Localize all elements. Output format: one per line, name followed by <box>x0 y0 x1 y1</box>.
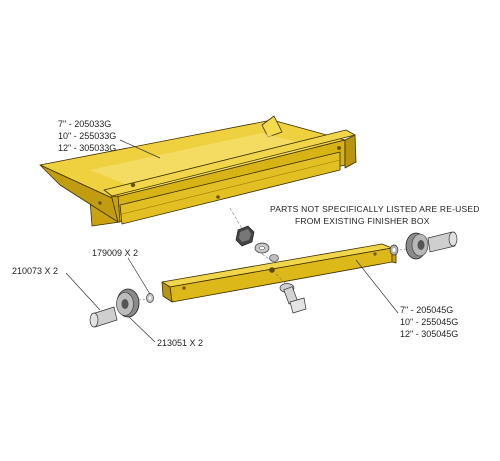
leader-lines <box>65 139 399 343</box>
center-bolt-hardware <box>229 207 279 263</box>
left-washer-hardware <box>146 293 154 303</box>
top-plate-callout-line-1: 7" - 205033G <box>58 119 111 129</box>
reuse-note: PARTS NOT SPECIFICALLY LISTED ARE RE-USE… <box>270 204 480 226</box>
right-bearing-hardware <box>389 231 458 260</box>
reuse-note-line-2: FROM EXISTING FINISHER BOX <box>295 216 430 226</box>
bearing-callout: 213051 X 2 <box>157 338 203 348</box>
left-bearing-hardware <box>89 288 147 328</box>
top-plate-callout-line-2: 10" - 255033G <box>58 131 116 141</box>
lower-bar-callout: 7" - 205045G 10" - 255045G 12" - 305045G <box>400 305 458 339</box>
lower-bar-callout-line-2: 10" - 255045G <box>400 317 458 327</box>
top-plate-callout: 7" - 205033G 10" - 255033G 12" - 305033G <box>58 119 116 153</box>
shaft-callout: 210073 X 2 <box>12 266 58 276</box>
reuse-note-line-1: PARTS NOT SPECIFICALLY LISTED ARE RE-USE… <box>270 204 480 214</box>
lower-bar-callout-line-3: 12" - 305045G <box>400 329 458 339</box>
lower-bar-part <box>161 243 397 303</box>
top-plate-part <box>39 115 357 227</box>
top-plate-callout-line-3: 12" - 305033G <box>58 143 116 153</box>
washer-callout: 179009 X 2 <box>92 248 138 258</box>
lower-bolt-hardware <box>275 273 307 314</box>
lower-bar-callout-line-1: 7" - 205045G <box>400 305 453 315</box>
